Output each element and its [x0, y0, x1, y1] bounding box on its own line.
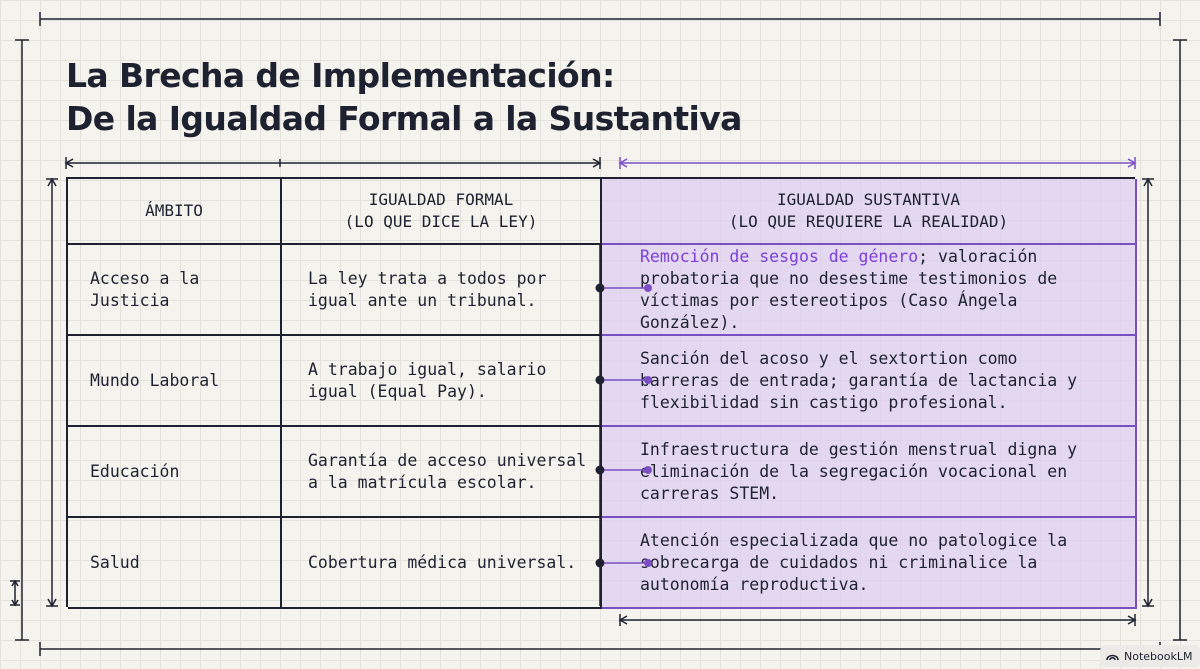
row-justicia-sustantiva: Remoción de sesgos de género; valoración…	[602, 245, 1137, 336]
row-justicia-formal: La ley trata a todos por igual ante un t…	[282, 245, 602, 336]
title-line-2: De la Igualdad Formal a la Sustantiva	[66, 99, 742, 138]
notebooklm-badge: NotebookLM	[1100, 645, 1200, 667]
connector-justicia	[595, 283, 652, 293]
row-educacion-formal: Garantía de acceso universal a la matríc…	[282, 427, 602, 518]
notebooklm-label: NotebookLM	[1124, 649, 1193, 663]
comparison-table: ÁMBITO IGUALDAD FORMAL (LO QUE DICE LA L…	[66, 177, 1137, 609]
row-justicia-ambito: Acceso a la Justicia	[68, 245, 282, 336]
connector-laboral	[595, 375, 652, 385]
title-line-1: La Brecha de Implementación:	[66, 56, 615, 95]
connector-educacion	[595, 465, 652, 475]
header-igualdad-sustantiva: IGUALDAD SUSTANTIVA (LO QUE REQUIERE LA …	[602, 179, 1137, 245]
row-salud-sustantiva: Atención especializada que no patologice…	[602, 518, 1137, 609]
notebooklm-logo-icon	[1106, 654, 1119, 661]
row-educacion-ambito: Educación	[68, 427, 282, 518]
row-laboral-formal: A trabajo igual, salario igual (Equal Pa…	[282, 336, 602, 427]
header-igualdad-formal: IGUALDAD FORMAL (LO QUE DICE LA LEY)	[282, 179, 602, 245]
row-laboral-sustantiva: Sanción del acoso y el sextortion como b…	[602, 336, 1137, 427]
row-salud-formal: Cobertura médica universal.	[282, 518, 602, 609]
row-laboral-ambito: Mundo Laboral	[68, 336, 282, 427]
highlight-text: Remoción de sesgos de género	[640, 246, 919, 266]
row-salud-ambito: Salud	[68, 518, 282, 609]
header-ambito: ÁMBITO	[68, 179, 282, 245]
connector-salud	[595, 558, 652, 568]
row-educacion-sustantiva: Infraestructura de gestión menstrual dig…	[602, 427, 1137, 518]
page-title: La Brecha de Implementación: De la Igual…	[66, 54, 742, 140]
